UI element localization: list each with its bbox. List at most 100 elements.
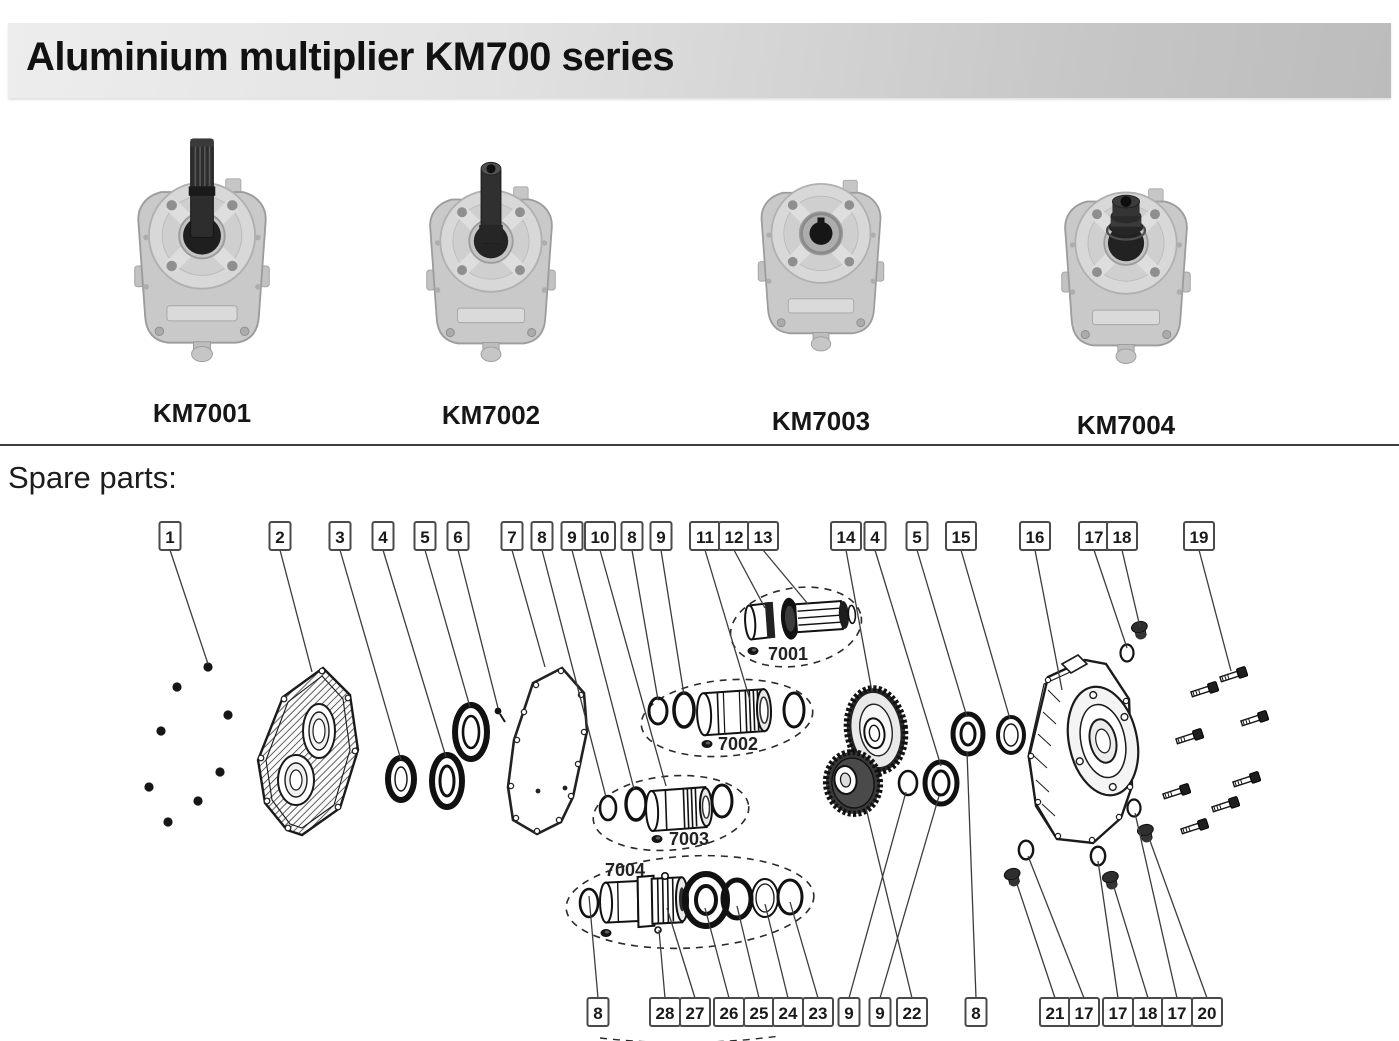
callout-22-callouts-bottom-9: 22: [865, 807, 928, 1027]
part-7-gasket: [506, 666, 589, 836]
callout-20-callouts-bottom-16: 20: [1148, 837, 1223, 1027]
svg-text:22: 22: [903, 1004, 922, 1023]
svg-text:8: 8: [971, 1004, 980, 1023]
svg-text:17: 17: [1168, 1004, 1187, 1023]
svg-text:21: 21: [1046, 1004, 1065, 1023]
svg-text:9: 9: [656, 528, 665, 547]
callout-4-callouts-top-3: 4: [371, 521, 447, 758]
callout-3-callouts-top-2: 3: [328, 521, 402, 761]
callout-15-callouts-top-18: 15: [945, 521, 1011, 720]
part-gear-small: [822, 749, 884, 817]
product-caption-km7003: KM7003: [771, 406, 871, 436]
svg-text:8: 8: [537, 528, 546, 547]
section-divider: [0, 444, 1399, 446]
callout-17-callouts-bottom-15: 17: [1134, 812, 1193, 1027]
svg-text:2: 2: [275, 528, 284, 547]
callout-21-callouts-bottom-11: 21: [1016, 883, 1071, 1027]
page-title: Aluminium multiplier KM700 series: [26, 35, 675, 79]
svg-text:8: 8: [593, 1004, 602, 1023]
shaft-km7002: [473, 161, 509, 259]
dashed-edge-remnant: [599, 1035, 781, 1041]
part-oring-mid: [897, 769, 919, 797]
product-caption-km7004: KM7004: [1076, 410, 1176, 440]
part-4-seal: [429, 752, 465, 810]
svg-text:4: 4: [378, 528, 388, 547]
svg-text:24: 24: [779, 1004, 798, 1023]
svg-text:10: 10: [591, 528, 610, 547]
assembly-7001: 7001: [729, 586, 863, 668]
callout-18-callouts-top-21: 18: [1106, 521, 1141, 628]
svg-text:15: 15: [952, 528, 971, 547]
product-photo-km7004: [1040, 130, 1212, 378]
svg-text:9: 9: [567, 528, 576, 547]
callout-9-callouts-top-8: 9: [560, 521, 635, 790]
callout-27-callouts-bottom-2: 27: [666, 907, 711, 1027]
svg-text:20: 20: [1198, 1004, 1217, 1023]
assembly-label-7002: 7002: [718, 734, 758, 754]
svg-text:17: 17: [1109, 1004, 1128, 1023]
callout-18-callouts-bottom-14: 18: [1112, 883, 1164, 1027]
part-19-bolts: [1161, 665, 1270, 837]
shaft-km7001: [183, 138, 221, 255]
svg-text:7: 7: [507, 528, 516, 547]
svg-text:8: 8: [627, 528, 636, 547]
svg-text:17: 17: [1085, 528, 1104, 547]
callout-24-callouts-bottom-5: 24: [764, 903, 804, 1027]
callout-26-callouts-bottom-3: 26: [704, 907, 745, 1027]
svg-text:27: 27: [686, 1004, 705, 1023]
part-3-seal: [385, 755, 417, 803]
svg-text:14: 14: [837, 528, 856, 547]
callout-8-callouts-bottom-0: 8: [586, 895, 610, 1027]
assembly-label-7003: 7003: [669, 829, 709, 849]
svg-text:9: 9: [844, 1004, 853, 1023]
callout-6-callouts-top-5: 6: [446, 521, 499, 709]
svg-text:18: 18: [1113, 528, 1132, 547]
svg-text:12: 12: [725, 528, 744, 547]
callout-14-callouts-top-15: 14: [830, 521, 873, 693]
svg-text:19: 19: [1190, 528, 1209, 547]
svg-text:16: 16: [1026, 528, 1045, 547]
part-16-housing: [1027, 654, 1140, 845]
svg-text:4: 4: [870, 528, 880, 547]
callout-7-callouts-top-6: 7: [500, 521, 546, 668]
gearbox-image-km7001: [112, 138, 292, 376]
assembly-7002: 7002: [640, 678, 814, 758]
assembly-label-7001: 7001: [768, 644, 808, 664]
assembly-label-7004: 7004: [605, 860, 645, 880]
callout-1-callouts-top-0: 1: [158, 521, 209, 665]
callout-8-callouts-top-7: 8: [530, 521, 607, 798]
callout-17-callouts-top-20: 17: [1078, 521, 1128, 649]
callout-8-callouts-top-10: 8: [620, 521, 659, 701]
gearbox-image-km7002: [405, 161, 577, 378]
assembly-7003: 7003: [592, 774, 750, 852]
callout-9-callouts-bottom-8: 9: [868, 795, 940, 1027]
shaft-km7004: [1105, 194, 1147, 262]
assembly-7004: 7004: [565, 854, 815, 950]
part-bearing-a: [922, 759, 960, 807]
callout-13-callouts-top-14: 13: [747, 521, 809, 605]
svg-text:5: 5: [420, 528, 429, 547]
svg-text:28: 28: [656, 1004, 675, 1023]
callout-16-callouts-top-19: 16: [1019, 521, 1063, 691]
product-caption-km7002: KM7002: [441, 400, 541, 430]
callout-8-callouts-bottom-10: 8: [964, 751, 988, 1027]
callout-2-callouts-top-1: 2: [268, 521, 313, 673]
svg-text:17: 17: [1075, 1004, 1094, 1023]
callout-19-callouts-top-22: 19: [1183, 521, 1232, 672]
callout-5-callouts-top-17: 5: [905, 521, 968, 718]
svg-text:6: 6: [453, 528, 462, 547]
svg-text:1: 1: [165, 528, 174, 547]
callout-10-callouts-top-9: 10: [584, 521, 667, 787]
callout-4-callouts-top-16: 4: [863, 521, 942, 767]
gearbox-image-km7003: [737, 116, 905, 372]
callout-9-callouts-bottom-7: 9: [837, 791, 907, 1027]
header-band: Aluminium multiplier KM700 series: [8, 23, 1391, 98]
callout-9-callouts-top-11: 9: [649, 521, 685, 696]
part-5-seal: [452, 702, 490, 762]
svg-text:5: 5: [912, 528, 921, 547]
svg-text:3: 3: [335, 528, 344, 547]
product-photo-km7002: [405, 126, 577, 378]
part-2-cover: [256, 666, 360, 837]
